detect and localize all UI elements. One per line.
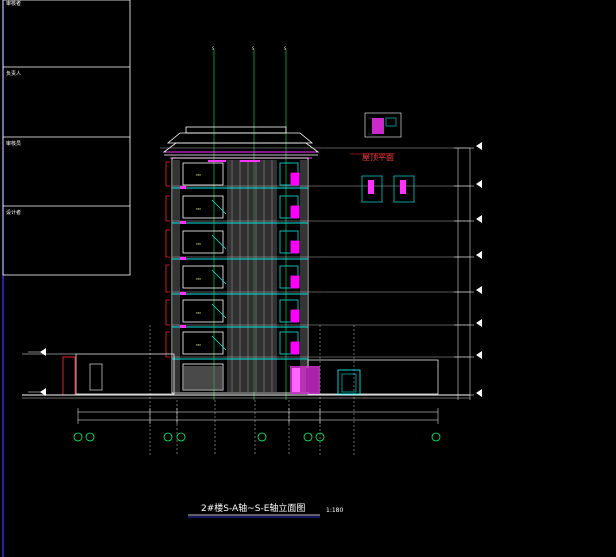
roof xyxy=(162,126,320,156)
title-block-field-4: 设计者 xyxy=(6,209,21,216)
detail-callouts: 屋顶平面 xyxy=(350,112,415,203)
floor-slabs xyxy=(172,187,308,360)
building-body xyxy=(171,157,309,394)
svg-text:▭▭: ▭▭ xyxy=(196,241,201,246)
svg-text:▭▭: ▭▭ xyxy=(196,342,201,347)
podium xyxy=(22,353,439,396)
ground-hatch xyxy=(183,366,223,390)
windows xyxy=(182,162,300,391)
left-elevation-markers xyxy=(28,348,46,396)
horizontal-dimensions xyxy=(77,408,439,424)
svg-text:▭▭: ▭▭ xyxy=(196,206,201,211)
elevation-dimensions xyxy=(454,147,474,400)
ground-entrance xyxy=(290,366,320,394)
title-block-field-2: 负责人 xyxy=(6,70,21,77)
svg-text:S: S xyxy=(252,46,255,51)
wall-brackets xyxy=(165,161,170,358)
floor-lines xyxy=(160,147,470,358)
drawing-scale: 1:180 xyxy=(326,507,343,514)
drawing-caption: 2#楼S-A轴~S-E轴立面图 xyxy=(201,502,305,514)
axis-top-marks: S S S xyxy=(212,46,287,51)
svg-text:▭▭: ▭▭ xyxy=(196,276,201,281)
elevation-markers xyxy=(476,142,482,397)
title-block: 审核者 负责人 审核员 设计者 xyxy=(2,0,131,557)
title-block-field-3: 审核员 xyxy=(6,140,21,147)
drawing-title: 2#楼S-A轴~S-E轴立面图 1:180 xyxy=(188,502,343,518)
floor-tags: ▭▭ ▭▭ ▭▭ ▭▭ ▭▭ ▭▭ xyxy=(196,172,201,347)
svg-text:S: S xyxy=(284,46,287,51)
svg-text:▭▭: ▭▭ xyxy=(196,172,201,177)
facade-accents xyxy=(180,160,260,328)
axis-bubbles xyxy=(73,432,441,442)
svg-text:▭▭: ▭▭ xyxy=(196,310,201,315)
balcony-braces xyxy=(211,199,227,351)
svg-text:S: S xyxy=(212,46,215,51)
roof-plan-note: 屋顶平面 xyxy=(362,153,394,162)
title-block-field-1: 审核者 xyxy=(6,0,21,7)
